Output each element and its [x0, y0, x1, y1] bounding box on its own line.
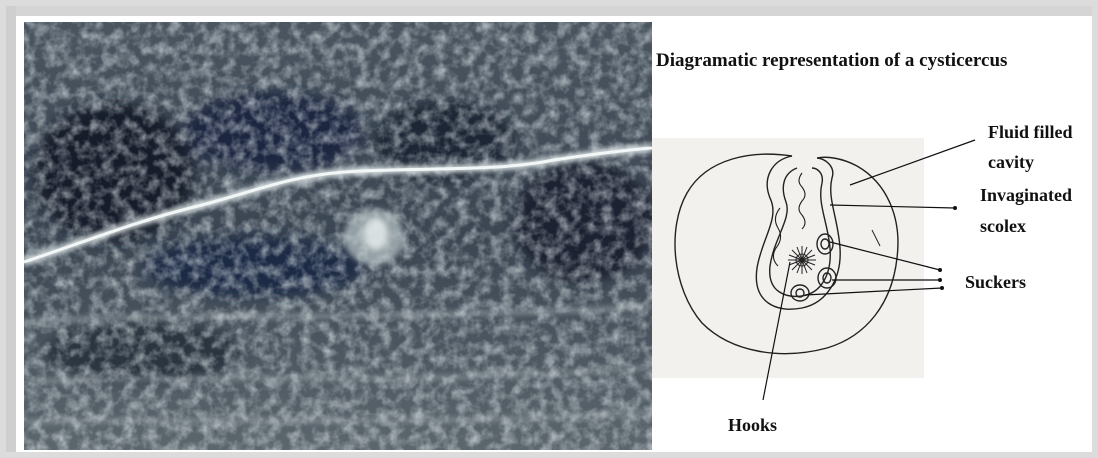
leader-fluid [850, 140, 975, 185]
label-suckers: Suckers [965, 270, 1026, 294]
leader-suckers-1 [830, 242, 940, 270]
label-fluid-filled: Fluid filled [988, 120, 1073, 144]
label-invaginated: Invaginated [980, 183, 1072, 207]
label-hooks: Hooks [728, 413, 777, 437]
leader-scolex [830, 205, 955, 208]
label-cavity: cavity [988, 150, 1034, 174]
leader-suckers-3 [805, 288, 942, 295]
leader-hooks [763, 262, 790, 400]
label-scolex: scolex [980, 214, 1026, 238]
